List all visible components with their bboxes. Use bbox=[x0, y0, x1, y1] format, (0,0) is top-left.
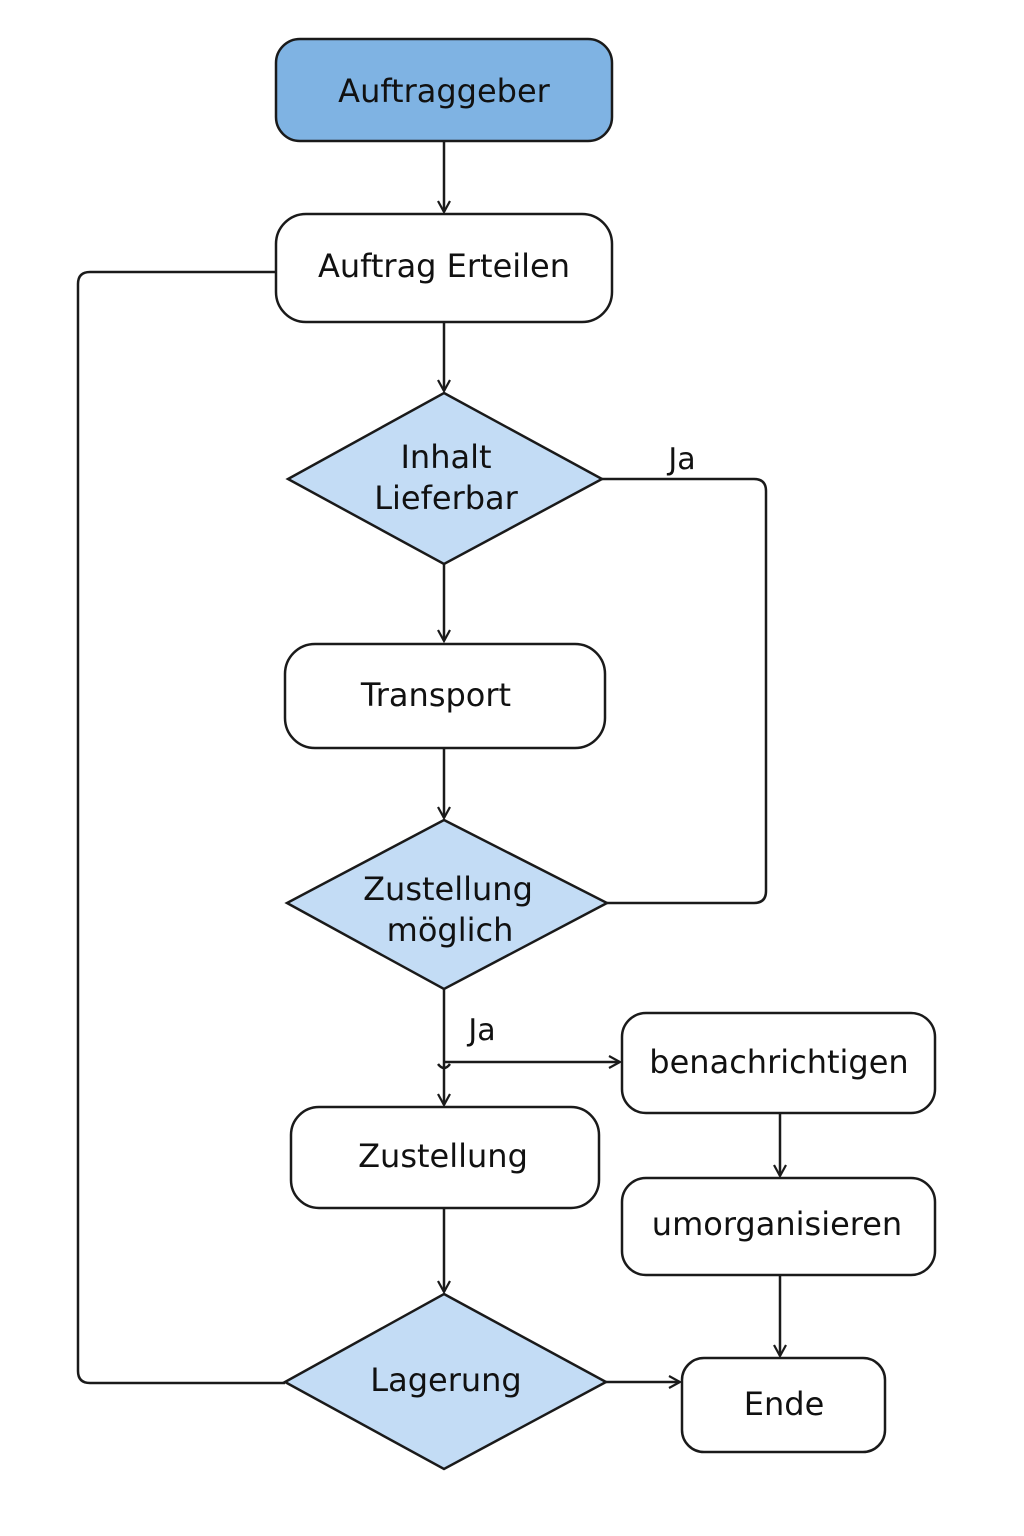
node-auftraggeber: Auftraggeber bbox=[274, 37, 614, 143]
edge-label-zustellung-ja: Ja bbox=[466, 1013, 495, 1048]
edges bbox=[76, 141, 780, 1385]
node-benachrichtigen: benachrichtigen bbox=[620, 1011, 937, 1115]
edge-inhalt-lieferbar-ja-to-zustellung-moeglich bbox=[602, 477, 768, 905]
edge-label-inhalt-ja: Ja bbox=[666, 442, 695, 477]
zustellung-moeglich-label-line2: möglich bbox=[387, 911, 514, 949]
auftraggeber-shape bbox=[274, 37, 614, 143]
auftraggeber-label: Auftraggeber bbox=[338, 72, 551, 110]
ende-shape bbox=[680, 1356, 887, 1454]
umorganisieren-shape bbox=[620, 1176, 937, 1277]
edge-junction-hook bbox=[437, 1063, 451, 1070]
lagerung-shape bbox=[282, 1292, 609, 1471]
node-zustellung: Zustellung bbox=[289, 1105, 601, 1210]
transport-label: Transport bbox=[360, 676, 511, 714]
umorganisieren-label: umorganisieren bbox=[652, 1205, 902, 1243]
node-auftrag-erteilen: Auftrag Erteilen bbox=[274, 212, 614, 324]
lagerung-label: Lagerung bbox=[370, 1361, 521, 1399]
auftrag-erteilen-label: Auftrag Erteilen bbox=[318, 247, 570, 285]
ende-label: Ende bbox=[744, 1385, 825, 1423]
node-transport: Transport bbox=[283, 642, 607, 750]
inhalt-lieferbar-label-line2: Lieferbar bbox=[374, 479, 518, 517]
edge-lagerung-loop-to-auftrag-erteilen bbox=[76, 270, 285, 1385]
inhalt-lieferbar-shape bbox=[285, 391, 605, 566]
zustellung-shape bbox=[289, 1105, 601, 1210]
node-umorganisieren: umorganisieren bbox=[620, 1176, 937, 1277]
zustellung-moeglich-shape bbox=[284, 818, 610, 991]
benachrichtigen-label: benachrichtigen bbox=[649, 1043, 908, 1081]
node-ende: Ende bbox=[680, 1356, 887, 1454]
zustellung-moeglich-label-line1: Zustellung bbox=[363, 870, 533, 908]
node-zustellung-moeglich: Zustellung möglich bbox=[284, 818, 610, 991]
auftrag-erteilen-shape bbox=[274, 212, 614, 324]
zustellung-label: Zustellung bbox=[358, 1137, 528, 1175]
benachrichtigen-shape bbox=[620, 1011, 937, 1115]
node-inhalt-lieferbar: Inhalt Lieferbar bbox=[285, 391, 605, 566]
transport-shape bbox=[283, 642, 607, 750]
node-lagerung: Lagerung bbox=[282, 1292, 609, 1471]
inhalt-lieferbar-label-line1: Inhalt bbox=[400, 438, 491, 476]
